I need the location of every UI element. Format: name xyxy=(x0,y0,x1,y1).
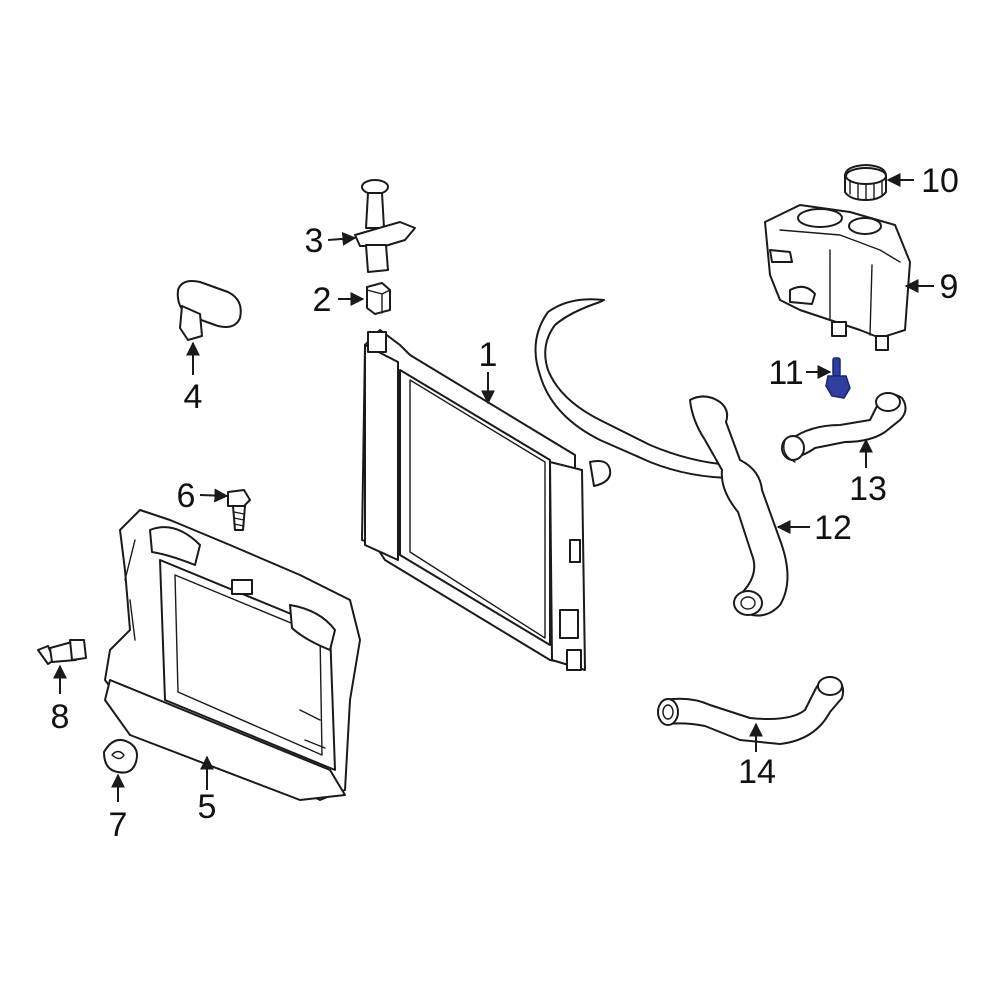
push-clip-part-8[interactable] xyxy=(37,639,87,665)
callout-9: 9 xyxy=(904,268,959,306)
callout-number: 11 xyxy=(768,354,803,392)
hose-part-13[interactable] xyxy=(781,392,907,463)
bumper-part-4[interactable] xyxy=(176,280,242,341)
callout-2: 2 xyxy=(313,281,365,319)
callout-number: 3 xyxy=(305,222,324,260)
callout-7: 7 xyxy=(109,773,128,844)
callout-1: 1 xyxy=(479,336,498,405)
callout-number: 10 xyxy=(921,162,959,200)
callout-8: 8 xyxy=(51,664,70,736)
callout-number: 5 xyxy=(198,788,217,826)
bracket-part-3[interactable] xyxy=(354,179,416,273)
callout-number: 9 xyxy=(940,268,959,306)
callout-number: 7 xyxy=(109,806,128,844)
callout-number: 2 xyxy=(313,281,332,319)
clip-part-7[interactable] xyxy=(103,739,138,774)
expansion-tank-part-9[interactable] xyxy=(764,204,911,351)
callout-3: 3 xyxy=(305,222,357,260)
mount-part-2[interactable] xyxy=(366,282,391,315)
callout-4: 4 xyxy=(184,341,203,416)
callout-6: 6 xyxy=(177,477,229,515)
callout-5: 5 xyxy=(198,755,217,826)
callout-12: 12 xyxy=(776,509,852,547)
sensor-part-11[interactable] xyxy=(825,357,851,399)
callout-number: 1 xyxy=(479,336,498,374)
hose-part-12[interactable] xyxy=(689,395,789,617)
callout-number: 4 xyxy=(184,378,203,416)
bolt-part-6[interactable] xyxy=(227,489,251,531)
callout-number: 6 xyxy=(177,477,196,515)
callout-13: 13 xyxy=(849,438,887,508)
hose-part-14[interactable] xyxy=(657,676,845,745)
callout-number: 13 xyxy=(849,470,887,508)
shroud-part-5[interactable] xyxy=(104,509,361,801)
callout-number: 12 xyxy=(814,509,852,547)
callout-10: 10 xyxy=(886,162,959,200)
radiator-part-1[interactable] xyxy=(361,329,612,671)
cap-part-10[interactable] xyxy=(844,164,887,201)
callout-number: 8 xyxy=(51,698,70,736)
callout-number: 14 xyxy=(738,753,776,791)
callout-11: 11 xyxy=(768,354,832,392)
callout-14: 14 xyxy=(738,722,776,791)
